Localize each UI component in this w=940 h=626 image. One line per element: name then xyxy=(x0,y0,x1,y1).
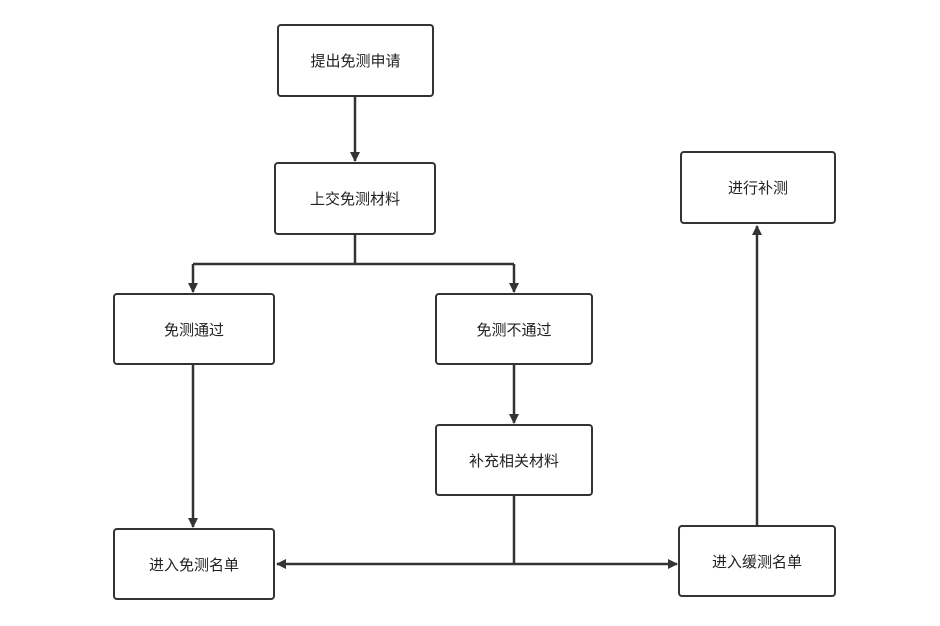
node-exemption-approved: 免测通过 xyxy=(113,293,275,365)
node-label: 免测通过 xyxy=(163,320,224,339)
node-label: 进入免测名单 xyxy=(148,555,239,574)
node-exemption-rejected: 免测不通过 xyxy=(435,293,593,365)
node-label: 进行补测 xyxy=(727,179,788,197)
node-label: 提出免测申请 xyxy=(310,52,401,70)
node-label: 免测不通过 xyxy=(476,320,552,339)
node-submit-exemption-application: 提出免测申请 xyxy=(277,24,434,97)
node-label: 补充相关材料 xyxy=(468,451,559,470)
node-enter-deferral-list: 进入缓测名单 xyxy=(678,525,836,597)
node-enter-exemption-list: 进入免测名单 xyxy=(113,528,275,600)
node-label: 进入缓测名单 xyxy=(711,552,802,571)
node-submit-exemption-materials: 上交免测材料 xyxy=(274,162,436,235)
node-supplement-materials: 补充相关材料 xyxy=(435,424,593,496)
node-make-up-test: 进行补测 xyxy=(680,151,836,224)
node-label: 上交免测材料 xyxy=(309,190,400,208)
